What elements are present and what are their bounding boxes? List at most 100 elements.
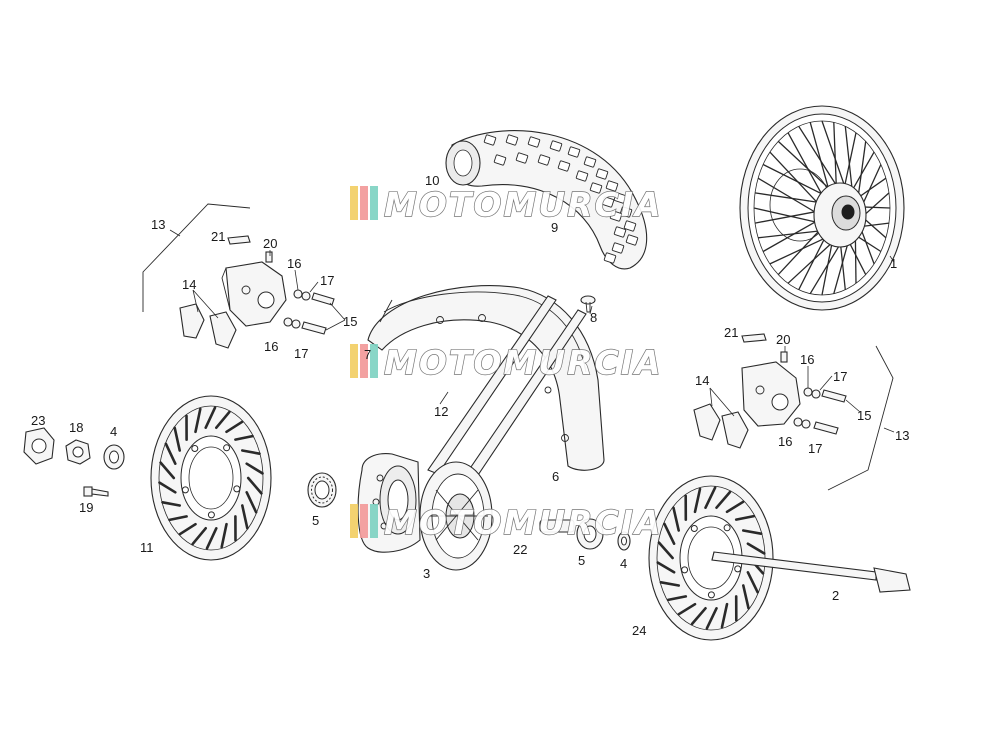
disc-vent: [245, 490, 258, 514]
disc-vent: [246, 476, 263, 495]
label-part-13-left: 13: [151, 217, 165, 232]
spoke: [757, 177, 821, 216]
disc-vent: [158, 481, 177, 494]
brake-pads-right: [693, 403, 749, 449]
disc-vent: [241, 504, 249, 530]
spoked-wheel: [739, 105, 905, 311]
disc-vent: [705, 606, 718, 630]
pad-pin-right: [741, 333, 767, 343]
spoke: [842, 132, 857, 192]
disc-vent: [663, 522, 676, 546]
spoke: [821, 120, 848, 193]
spoke: [849, 151, 875, 195]
label-part-16-lower-left: 16: [264, 339, 278, 354]
label-part-20-left: 20: [263, 236, 277, 251]
disc-vent: [194, 407, 202, 434]
disc-vent: [677, 602, 697, 616]
axle-spacer: [539, 519, 575, 533]
disc-vent: [704, 486, 717, 510]
disc-left-vents: [158, 406, 264, 550]
bearing-left: [307, 472, 337, 508]
tread-block: [625, 234, 639, 246]
bracket-right: [827, 345, 894, 491]
disc-vent: [234, 434, 254, 441]
brake-caliper-right: [741, 351, 801, 427]
label-part-1: 1: [890, 256, 897, 271]
label-part-14-left: 14: [182, 277, 196, 292]
spoke: [769, 151, 822, 208]
tread-block: [493, 154, 507, 166]
disc-vent: [225, 420, 244, 434]
disc-vent: [168, 515, 188, 522]
wheel-hub: [357, 453, 493, 571]
spoke: [769, 235, 831, 265]
disc-vent: [220, 522, 228, 549]
label-part-13-right: 13: [895, 428, 909, 443]
label-part-24: 24: [632, 623, 646, 638]
tread-block: [567, 146, 581, 158]
disc-bolt-hole: [181, 486, 189, 494]
tyre-tread: [483, 134, 639, 264]
watermark-text: MOTOMURCIA: [384, 343, 663, 382]
spoke: [809, 122, 831, 195]
watermark: MOTOMURCIA: [350, 184, 661, 225]
disc-vent: [204, 406, 217, 430]
disc-vent: [161, 500, 181, 507]
watermark-stripe: [350, 186, 358, 220]
label-part-3: 3: [423, 566, 430, 581]
disc-vent: [734, 514, 756, 521]
spoke: [798, 233, 828, 291]
watermark: MOTOMURCIA: [350, 342, 663, 383]
tread-block: [575, 170, 589, 182]
disc-vent: [241, 449, 261, 456]
tread-block: [605, 180, 619, 192]
wheel-axle: [711, 551, 911, 593]
tread-block: [611, 242, 625, 254]
disc-vent: [656, 561, 676, 574]
disc-vent: [715, 490, 732, 510]
disc-bolt-hole: [707, 591, 715, 599]
disc-vent: [245, 462, 264, 475]
watermark-stripe: [350, 504, 358, 538]
disc-bolt-hole: [681, 566, 689, 574]
label-part-12: 12: [434, 404, 448, 419]
tread-block: [623, 220, 637, 232]
label-part-21-left: 21: [211, 229, 225, 244]
disc-vent: [720, 602, 729, 629]
disc-bolt-hole: [734, 565, 742, 573]
label-part-16-upper-right: 16: [800, 352, 814, 367]
disc-vent: [191, 526, 207, 546]
disc-vent: [690, 606, 707, 626]
watermark-stripe: [370, 186, 378, 220]
watermark-stripe: [350, 344, 358, 378]
disc-vent: [173, 426, 181, 452]
spoke: [787, 238, 837, 284]
pad-pin-left: [227, 235, 251, 245]
spoke: [754, 210, 821, 224]
label-part-8: 8: [590, 310, 597, 325]
disc-vent: [725, 500, 745, 514]
disc-bolt-hole: [690, 525, 698, 532]
spoke: [844, 126, 854, 197]
disc-vent: [746, 570, 759, 594]
label-part-17-upper-right: 17: [833, 369, 847, 384]
bracket-left: [142, 203, 251, 312]
disc-vent: [741, 529, 763, 536]
label-part-6: 6: [552, 469, 559, 484]
bearing-right: [576, 518, 604, 550]
label-part-5-left: 5: [312, 513, 319, 528]
spoke: [798, 125, 841, 192]
label-part-23: 23: [31, 413, 45, 428]
watermark-stripe: [360, 504, 368, 538]
front-mudguard: [367, 285, 605, 471]
label-part-21-right: 21: [724, 325, 738, 340]
label-part-17-lower-left: 17: [294, 346, 308, 361]
tread-block: [557, 160, 571, 172]
disc-bolt-hole: [723, 524, 731, 532]
disc-vent: [666, 595, 688, 602]
part-number-labels: 1 2 3 4 4 5 5 6 7 8 9 10 11 12 13 13 14 …: [31, 173, 909, 638]
spoke: [753, 207, 822, 224]
label-part-20-right: 20: [776, 332, 790, 347]
